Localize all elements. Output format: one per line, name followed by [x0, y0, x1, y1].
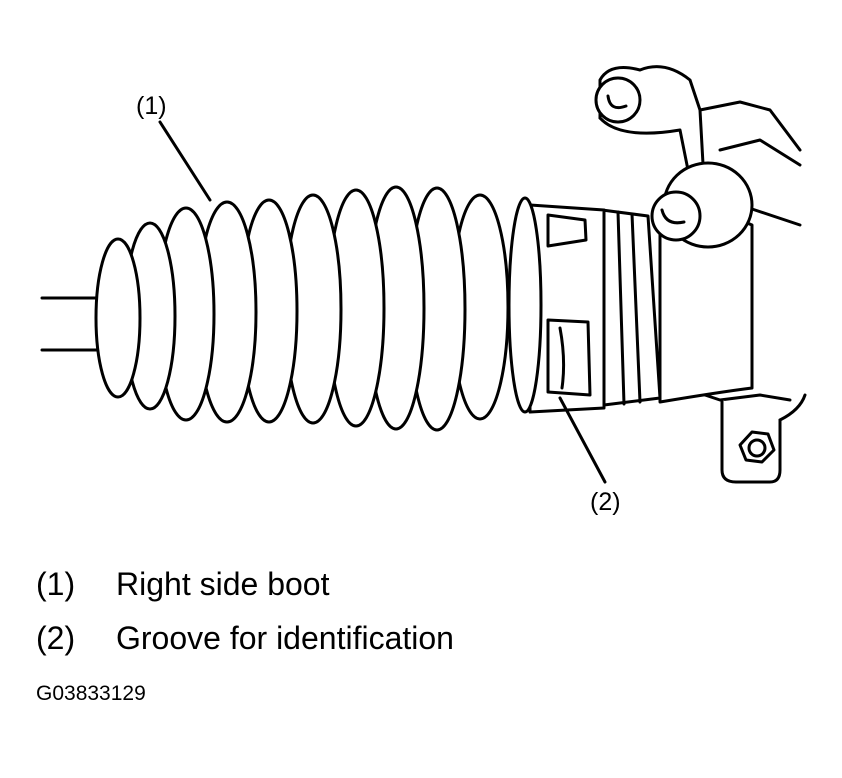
legend-number: (2): [36, 620, 76, 656]
mounting-bolt: [650, 161, 754, 249]
legend-item: (1) Right side boot: [36, 568, 329, 600]
callout-2-label: (2): [590, 488, 621, 516]
legend-item: (2) Groove for identification: [36, 622, 454, 654]
legend-text: Right side boot: [116, 566, 330, 602]
callout-1-label: (1): [136, 92, 167, 120]
callout-2-leader: [558, 396, 607, 484]
callout-1-leader: [158, 120, 212, 202]
legend-text: Groove for identification: [116, 620, 454, 656]
figure-id: G03833129: [36, 682, 146, 705]
boot-bellows: [94, 185, 543, 432]
boot-diagram: [40, 65, 807, 484]
clamp-band: [600, 208, 662, 407]
legend-number: (1): [36, 566, 76, 602]
gearbox-housing: [594, 65, 807, 484]
